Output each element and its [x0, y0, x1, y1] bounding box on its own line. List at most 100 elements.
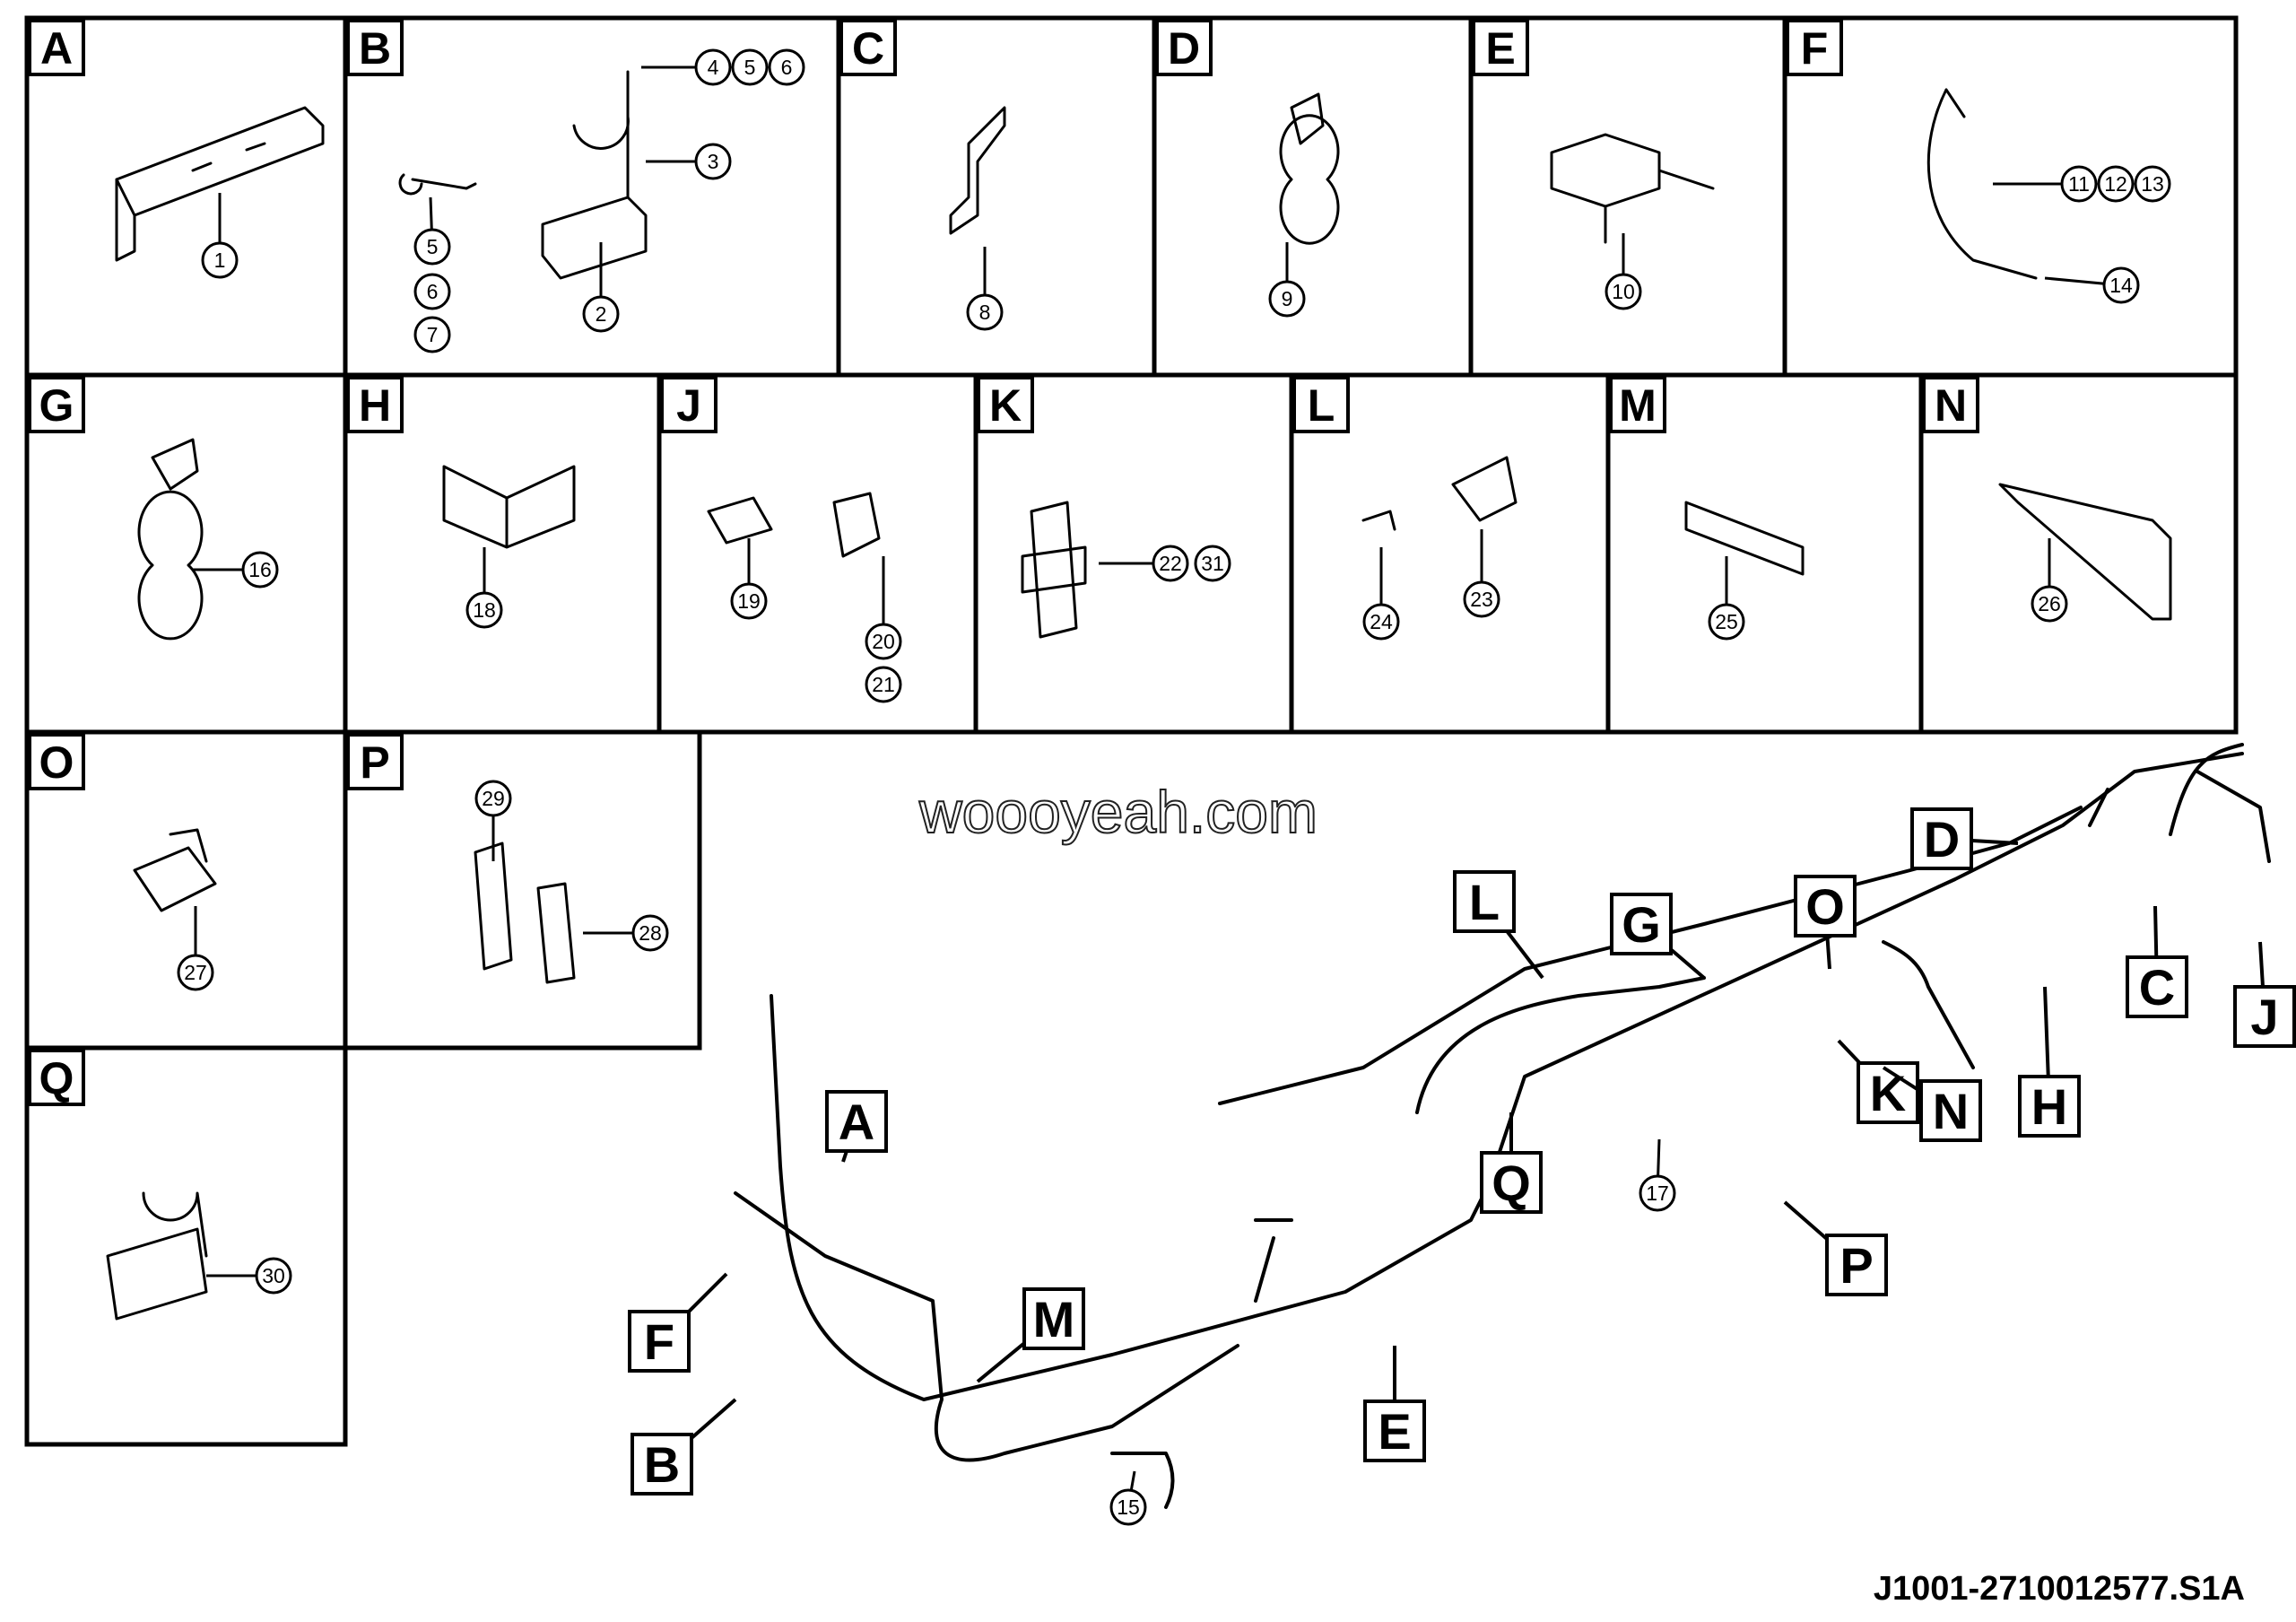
part-number-7: 7 [427, 323, 439, 346]
part-number-18: 18 [473, 598, 496, 622]
part-number-circle [255, 1257, 292, 1295]
panel-letter-a: A [40, 23, 73, 74]
location-box [1363, 1400, 1426, 1462]
clamp-d-drawing [1279, 92, 1340, 245]
panel-letter-box [28, 376, 85, 433]
location-box [1910, 807, 1973, 870]
location-box [628, 1310, 691, 1373]
part-number-19: 19 [737, 589, 761, 613]
bolt-b-drawing [398, 173, 477, 196]
hose-f-drawing [1926, 88, 2038, 280]
part-number-28: 28 [639, 921, 662, 945]
part-number-13: 13 [2141, 172, 2164, 196]
panel-letter-box [346, 376, 404, 433]
harness-wire [1110, 1452, 1175, 1509]
plate-m-drawing [1684, 501, 1805, 576]
part-number-23: 23 [1470, 588, 1493, 611]
part-number-9: 9 [1282, 287, 1293, 310]
part-number-circle [465, 591, 503, 629]
location-box [1453, 870, 1516, 933]
panel-letter-box [1609, 376, 1666, 433]
part-number-circle [413, 316, 451, 353]
location-box [1825, 1234, 1888, 1296]
location-box [1022, 1287, 1085, 1350]
location-callout-m: M [1033, 1291, 1075, 1347]
panel-f-frame [1782, 15, 2239, 378]
panel-letter-box [28, 19, 85, 76]
location-callout-c: C [2139, 959, 2175, 1016]
location-callout-a: A [839, 1094, 874, 1150]
panel-letter-g: G [39, 380, 74, 431]
location-callout-d: D [1924, 811, 1960, 868]
panel-letter-box [839, 19, 897, 76]
location-callout-o: O [1805, 878, 1845, 935]
part-number-circle [2031, 585, 2068, 623]
part-number-2: 2 [596, 302, 607, 326]
part-number-22: 22 [1159, 552, 1182, 575]
part-number-circle [413, 273, 451, 310]
part-number-27: 27 [184, 961, 207, 984]
part-number-circle [177, 954, 214, 991]
location-box [2126, 955, 2188, 1018]
part-number-circle [1639, 1174, 1676, 1212]
panel-letter-k: K [989, 380, 1022, 431]
location-callout-j: J [2250, 989, 2278, 1045]
harness-wire [1882, 743, 2244, 1069]
part-number-circle [731, 48, 769, 86]
part-number-circle [2134, 165, 2171, 203]
location-box [2233, 985, 2296, 1048]
bracket-b-drawing [541, 70, 648, 280]
harness-wire [1415, 976, 1706, 1114]
part-number-circle [730, 582, 768, 620]
location-callout-k: K [1870, 1065, 1906, 1121]
location-box [825, 1090, 888, 1153]
panel-letter-box [1922, 376, 1979, 433]
part-number-circle [1109, 1488, 1147, 1526]
panel-letter-n: N [1935, 380, 1967, 431]
location-box [631, 1433, 693, 1496]
panel-letter-f: F [1801, 23, 1829, 74]
location-callout-p: P [1839, 1237, 1873, 1294]
part-number-circle [694, 143, 732, 180]
watermark: woooyeah.com [918, 779, 1318, 845]
fitting-j-drawing [707, 492, 881, 558]
part-number-17: 17 [1646, 1182, 1669, 1205]
part-number-5: 5 [744, 56, 756, 79]
part-number-25: 25 [1715, 610, 1738, 633]
part-number-circle [2097, 165, 2135, 203]
location-callout-b: B [644, 1436, 680, 1493]
bracket-n-drawing [1998, 483, 2172, 621]
part-number-circle [2102, 266, 2140, 304]
panel-letter-box [346, 19, 404, 76]
harness-wire [1254, 1218, 1293, 1303]
location-box [1480, 1151, 1543, 1214]
panel-p-frame [343, 729, 702, 1051]
part-number-24: 24 [1370, 610, 1393, 633]
harness-wire [2088, 770, 2271, 863]
panel-letter-box [1292, 376, 1350, 433]
part-number-circle [1152, 545, 1189, 582]
part-number-circle [2060, 165, 2098, 203]
part-number-15: 15 [1117, 1496, 1140, 1519]
part-number-circle [1605, 273, 1642, 310]
panel-letter-m: M [1619, 380, 1657, 431]
bracket-a-drawing [115, 106, 325, 262]
panel-n-frame [1918, 372, 2239, 735]
part-number-circle [1708, 603, 1745, 641]
panel-letter-box [346, 733, 404, 790]
panel-letter-j: J [676, 380, 701, 431]
bracket-c-drawing [949, 106, 1006, 235]
panel-letter-box [977, 376, 1034, 433]
part-number-30: 30 [262, 1264, 285, 1287]
panel-letter-box [1472, 19, 1529, 76]
part-number-circle [241, 551, 279, 589]
part-number-circle [1194, 545, 1231, 582]
part-number-4: 4 [708, 56, 719, 79]
part-number-1: 1 [214, 249, 226, 272]
panel-letter-b: B [359, 23, 391, 74]
harness-wire [734, 1191, 1239, 1462]
part-number-circle [865, 666, 902, 703]
bracket-h-drawing [442, 465, 576, 549]
part-number-20: 20 [872, 630, 895, 653]
panel-letter-box [1155, 19, 1213, 76]
